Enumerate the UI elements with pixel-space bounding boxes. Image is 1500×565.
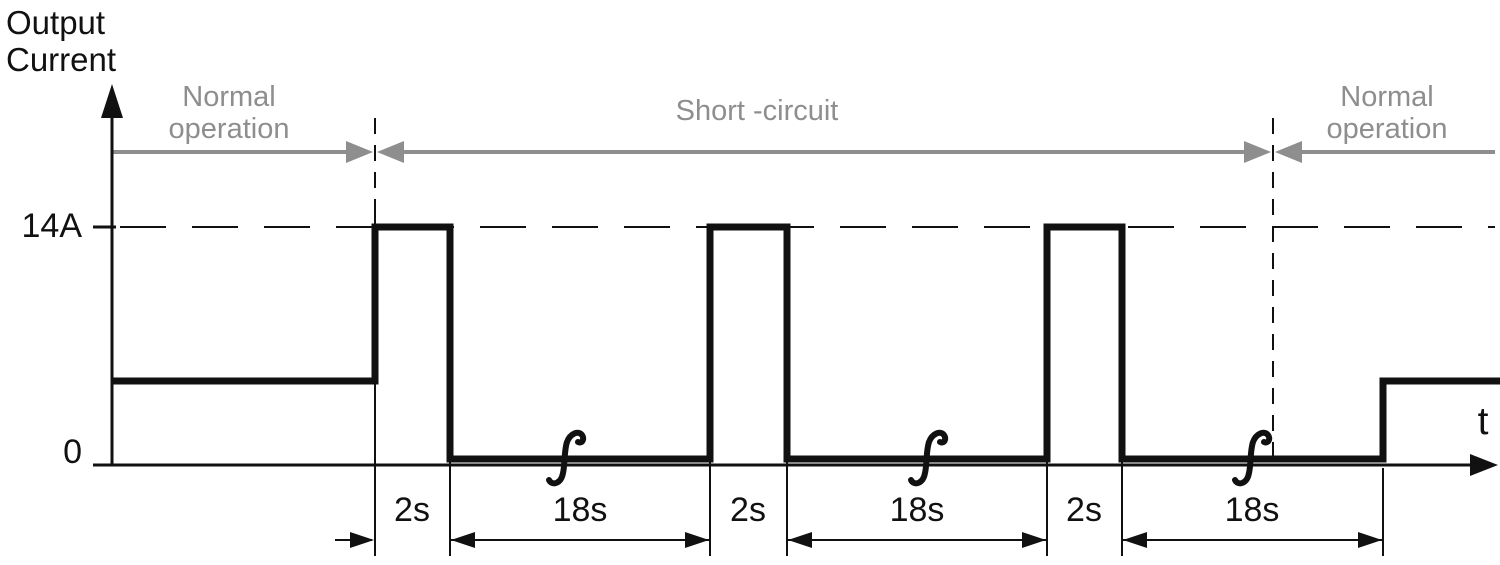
output-current-waveform <box>112 223 1500 463</box>
break-mark-icon <box>908 429 949 487</box>
break-mark-icon <box>1232 429 1273 487</box>
x-axis-arrowhead-icon <box>1470 454 1498 476</box>
y-axis-arrowhead-icon <box>101 84 123 118</box>
arrow-right-icon <box>685 532 709 548</box>
x-axis-title: t <box>1477 400 1489 443</box>
phase-range-arrows <box>112 141 1495 163</box>
arrow-left-icon <box>377 141 404 163</box>
timing-dimension-lines <box>335 532 1382 548</box>
phase-label-short-circuit: Short -circuit <box>675 95 839 127</box>
axis-break-marks <box>546 429 1273 487</box>
duration-label: 18s <box>552 491 608 529</box>
arrow-right-icon <box>1244 141 1271 163</box>
phase-label-normal-right: Normal operation <box>1326 81 1448 145</box>
arrow-right-icon <box>346 141 373 163</box>
arrow-right-icon <box>1358 532 1382 548</box>
duration-label: 18s <box>1224 491 1280 529</box>
arrow-left-icon <box>1275 141 1302 163</box>
break-mark-icon <box>546 429 587 487</box>
arrow-right-icon <box>1022 532 1046 548</box>
duration-label: 2s <box>1066 491 1102 529</box>
y-tick-14a-label: 14A <box>21 207 83 245</box>
duration-label: 2s <box>730 491 766 529</box>
arrow-right-icon <box>350 532 374 548</box>
phase-label-normal-left: Normal operation <box>168 81 290 145</box>
dimension-extension-lines <box>449 448 1384 556</box>
duration-label: 2s <box>394 491 430 529</box>
y-axis-title: Output Current <box>6 4 117 78</box>
duration-label: 18s <box>889 491 945 529</box>
y-tick-0-label: 0 <box>63 433 82 471</box>
